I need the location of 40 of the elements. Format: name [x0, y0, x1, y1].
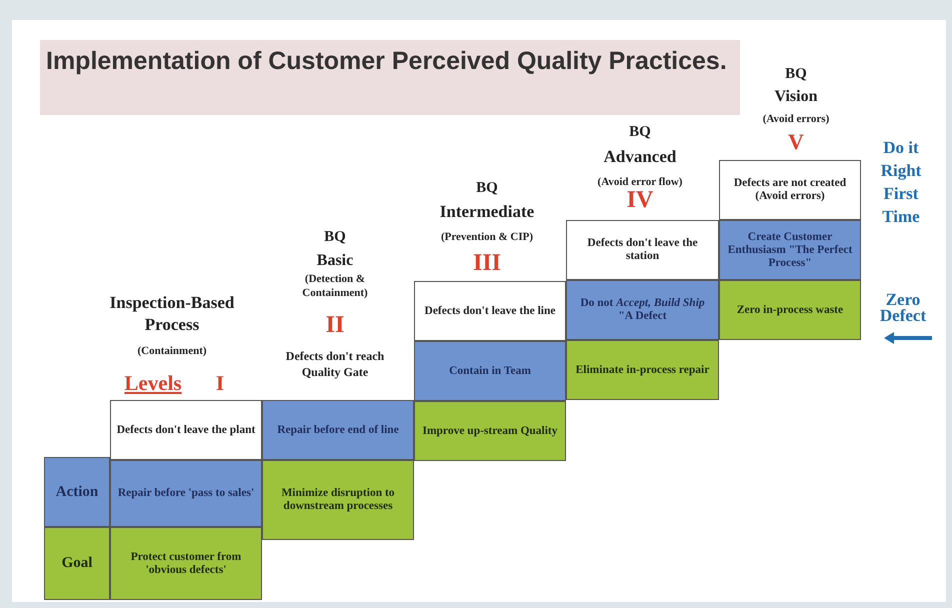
title-banner: Implementation of Customer Perceived Quality Practices. — [40, 40, 740, 115]
action-box: Create Customer Enthusiasm "The Perfect Process" — [719, 220, 861, 280]
level-subtitle: (Containment) — [136, 344, 208, 358]
level-heading: Basic — [316, 251, 354, 271]
level-heading: BQ — [475, 179, 499, 198]
level-numeral: IV — [626, 187, 654, 215]
level-subtitle: (Avoid errors) — [762, 112, 830, 126]
goal-box: Minimize disruption to downstream processes — [262, 460, 414, 540]
level-subtitle: (Avoid error flow) — [596, 175, 684, 189]
goal-box: Zero in-process waste — [719, 280, 861, 340]
level-note: Defects don't reach Quality Gate — [284, 348, 386, 380]
level-heading: Vision — [774, 87, 818, 107]
level-box: Defects are not created (Avoid errors) — [719, 160, 861, 220]
level-box: Defects don't leave the station — [566, 220, 719, 280]
level-heading: BQ — [323, 228, 347, 247]
level-subtitle: (Detection & Containment) — [301, 272, 369, 300]
level-numeral: I — [214, 370, 226, 397]
level-heading: BQ — [784, 65, 808, 84]
level-heading: Inspection-Based Process — [108, 292, 236, 336]
level-numeral: III — [472, 249, 502, 278]
goal-box: Improve up-stream Quality — [414, 401, 566, 461]
level-heading: BQ — [628, 123, 652, 142]
levels-heading: Levels — [123, 370, 183, 397]
action-box: Do not Accept, Build Ship "A Defect — [566, 280, 719, 340]
action-box: Contain in Team — [414, 341, 566, 401]
level-subtitle: (Prevention & CIP) — [440, 230, 534, 244]
row-label: Goal — [44, 527, 110, 600]
action-box: Repair before 'pass to sales' — [110, 460, 262, 527]
row-label: Action — [44, 457, 110, 527]
action-box: Repair before end of line — [262, 400, 414, 460]
goal-box: Eliminate in-process repair — [566, 340, 719, 400]
goal-box: Protect customer from 'obvious defects' — [110, 527, 262, 600]
slogan-text: Zero Defect — [878, 292, 928, 324]
level-heading: Intermediate — [438, 201, 536, 223]
level-numeral: V — [787, 128, 805, 156]
level-heading: Advanced — [602, 146, 678, 168]
slogan-text: Do it Right First Time — [880, 137, 922, 228]
level-box: Defects don't leave the plant — [110, 400, 262, 460]
level-box: Defects don't leave the line — [414, 281, 566, 341]
level-numeral: II — [324, 311, 346, 340]
